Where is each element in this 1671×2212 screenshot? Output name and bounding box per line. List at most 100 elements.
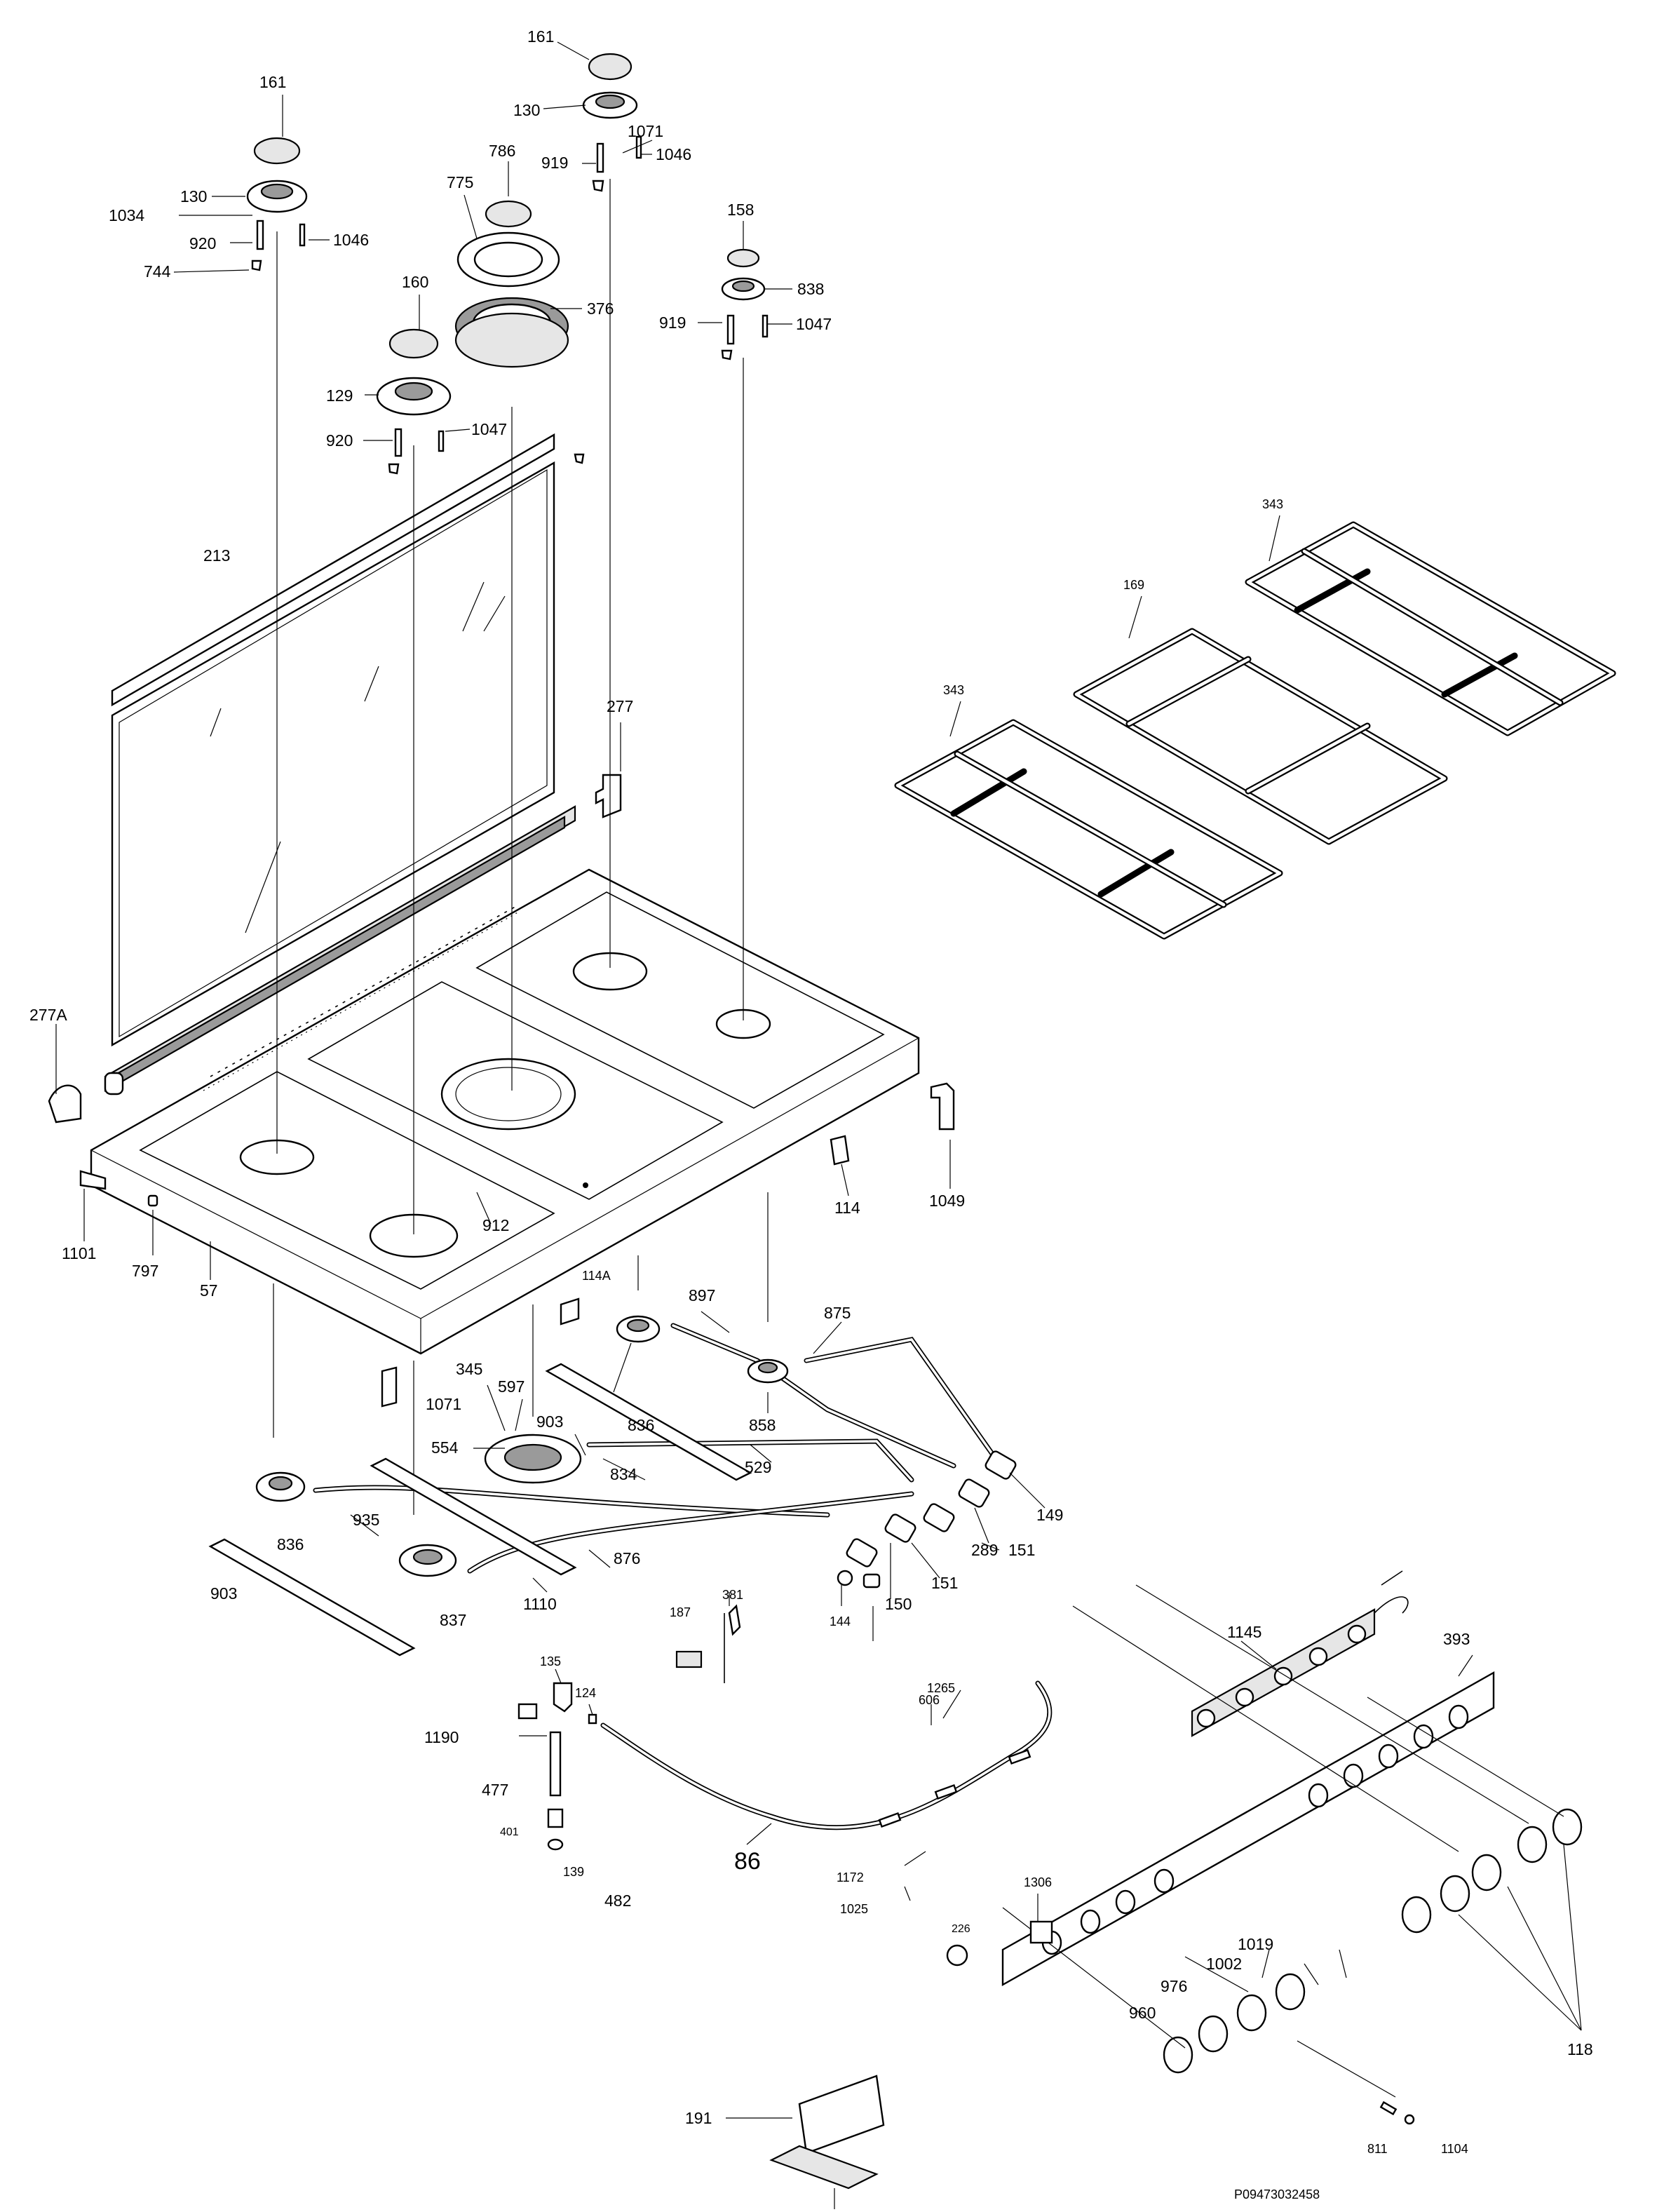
label-897: 897 [689, 1286, 715, 1304]
label-135: 135 [540, 1654, 561, 1668]
label-1101: 1101 [62, 1244, 96, 1262]
misc-parts [517, 1604, 1415, 2190]
label-960: 960 [1129, 2004, 1156, 2022]
pan-support-343-left [894, 719, 1283, 940]
label-376: 376 [587, 299, 614, 318]
burner-caps [246, 53, 766, 416]
label-875: 875 [824, 1304, 851, 1322]
reference-code: P09473032458 [1234, 2187, 1320, 2201]
bracket-upper [381, 1366, 398, 1408]
label-1047-a: 1047 [471, 420, 507, 438]
label-343-a: 343 [1262, 497, 1283, 511]
label-149: 149 [1036, 1506, 1063, 1524]
bar-1110 [370, 1457, 577, 1576]
label-836-a: 836 [628, 1416, 654, 1434]
burner-bodies [255, 1315, 789, 1577]
alignment-lines [273, 179, 769, 1515]
label-226: 226 [952, 1923, 970, 1935]
label-919-right: 919 [659, 313, 686, 332]
ignition-switch-bar [1191, 1570, 1409, 1737]
label-1190: 1190 [424, 1728, 459, 1746]
label-129: 129 [326, 386, 353, 405]
label-114a: 114A [582, 1269, 611, 1283]
label-858: 858 [749, 1416, 776, 1434]
bracket-114 [830, 1135, 850, 1166]
label-935: 935 [353, 1511, 379, 1529]
bracket-114a [560, 1297, 580, 1326]
label-114: 114 [834, 1199, 860, 1217]
label-606: 606 [919, 1693, 940, 1707]
hinge-277a [48, 1084, 82, 1124]
label-797: 797 [132, 1262, 158, 1280]
label-343-b: 343 [943, 683, 964, 697]
label-1104: 1104 [1441, 2142, 1468, 2156]
label-920-a: 920 [189, 234, 216, 252]
label-401: 401 [500, 1826, 519, 1838]
label-1019: 1019 [1238, 1935, 1273, 1953]
label-277a: 277A [29, 1006, 67, 1024]
label-912: 912 [482, 1216, 509, 1234]
label-1034: 1034 [109, 206, 144, 224]
bar-903-lower [208, 1538, 416, 1657]
label-597: 597 [498, 1377, 525, 1396]
label-744: 744 [144, 262, 171, 281]
label-786: 786 [489, 142, 515, 160]
label-289: 289 [971, 1541, 998, 1559]
label-876: 876 [614, 1549, 640, 1567]
part-number-labels: 161 130 1071 1046 919 786 775 376 161 13… [29, 27, 1593, 2212]
label-57: 57 [200, 1281, 218, 1300]
pan-support-169-center [1073, 628, 1448, 845]
label-976: 976 [1161, 1977, 1187, 1995]
label-277: 277 [607, 697, 633, 715]
label-124: 124 [575, 1686, 596, 1700]
pan-support-343-right [1245, 521, 1616, 736]
label-381: 381 [722, 1588, 743, 1602]
label-811: 811 [1367, 2142, 1388, 2156]
knobs [1002, 1584, 1583, 2098]
label-1071-top: 1071 [628, 122, 663, 140]
label-1172: 1172 [837, 1870, 864, 1884]
label-161-top: 161 [527, 27, 554, 46]
label-903-a: 903 [536, 1412, 563, 1431]
label-903-b: 903 [210, 1584, 237, 1603]
glass-lid [104, 433, 576, 1095]
label-920-b: 920 [326, 431, 353, 450]
label-130-top: 130 [513, 101, 540, 119]
label-1265: 1265 [927, 1681, 955, 1695]
label-151-b: 151 [931, 1574, 958, 1592]
bar-903-upper [545, 1363, 752, 1481]
label-161-left: 161 [259, 73, 286, 91]
label-836-b: 836 [277, 1535, 304, 1553]
label-775: 775 [447, 173, 473, 191]
label-477: 477 [482, 1781, 508, 1799]
label-160: 160 [402, 273, 428, 291]
label-919-top: 919 [541, 154, 568, 172]
label-86: 86 [734, 1848, 761, 1875]
label-191: 191 [685, 2109, 712, 2127]
label-1046-top: 1046 [656, 145, 691, 163]
label-139: 139 [563, 1865, 584, 1879]
label-1071-b: 1071 [426, 1395, 461, 1413]
label-1047-b: 1047 [796, 315, 832, 333]
label-1002: 1002 [1206, 1955, 1242, 1973]
label-471: 471 [812, 2208, 839, 2212]
control-panel [1001, 1671, 1495, 1987]
label-151-a: 151 [1008, 1541, 1035, 1559]
label-393: 393 [1443, 1630, 1470, 1648]
grommet-797 [147, 1194, 158, 1207]
label-169: 169 [1123, 578, 1144, 592]
label-529: 529 [745, 1458, 771, 1476]
hinge-277 [595, 774, 622, 818]
label-1145: 1145 [1227, 1623, 1261, 1641]
label-834: 834 [610, 1465, 637, 1483]
label-838: 838 [797, 280, 824, 298]
label-482: 482 [604, 1891, 631, 1910]
label-118: 118 [1567, 2040, 1593, 2058]
label-144: 144 [830, 1614, 851, 1628]
label-158: 158 [727, 201, 754, 219]
label-213: 213 [203, 546, 230, 565]
label-1110: 1110 [523, 1595, 557, 1613]
label-1046-left: 1046 [333, 231, 369, 249]
leader-lines [55, 41, 1582, 2209]
